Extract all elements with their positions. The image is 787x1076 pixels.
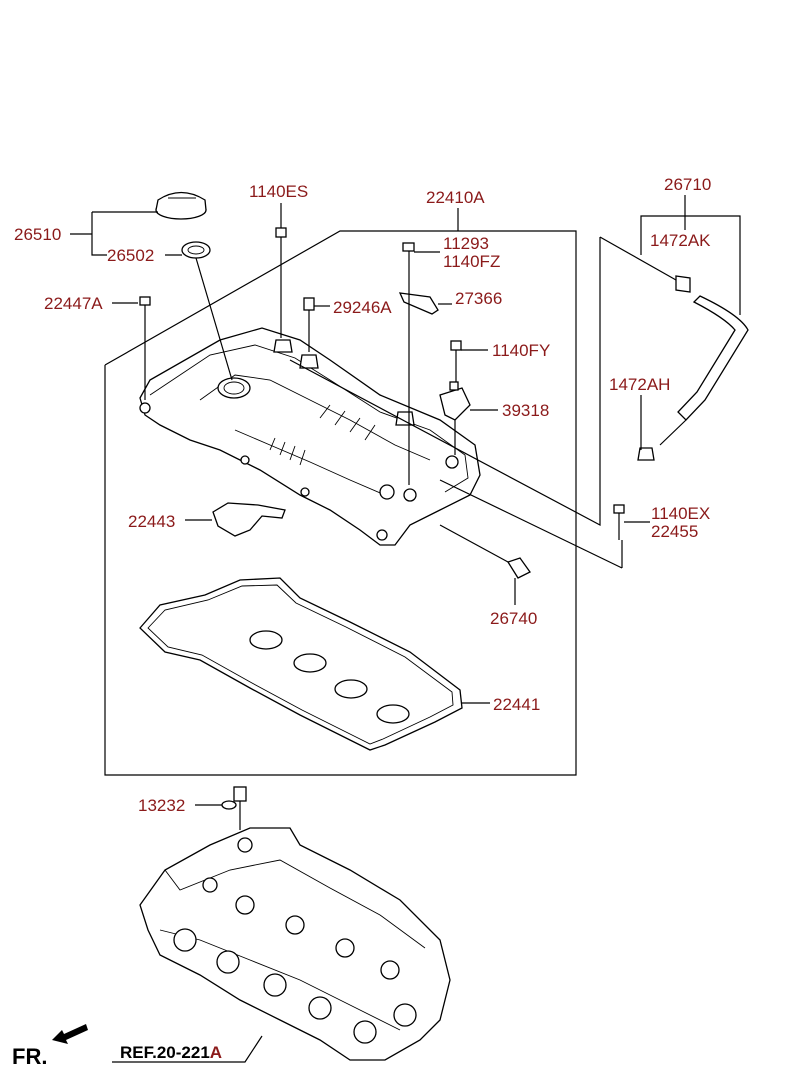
stud-11293 <box>402 242 415 268</box>
plug-13232 <box>221 786 247 830</box>
label-1140es: 1140ES <box>249 182 308 201</box>
valve-cover <box>139 327 481 546</box>
gasket-22443 <box>212 502 286 537</box>
bolt-1140es <box>275 227 287 248</box>
part-labels: 26510 26502 22447A 1140ES 22410A 11293 1… <box>14 175 711 815</box>
ref-text: REF.20-221 <box>120 1043 210 1062</box>
ref-suffix: A <box>210 1043 222 1062</box>
label-26510: 26510 <box>14 225 61 244</box>
front-indicator: FR. <box>12 1024 88 1069</box>
svg-text:REF.20-221A: REF.20-221A <box>120 1043 222 1062</box>
label-39318: 39318 <box>502 401 549 420</box>
label-29246a: 29246A <box>333 298 392 317</box>
sensor-39318 <box>439 381 471 421</box>
valve-29246a <box>303 297 315 322</box>
label-13232: 13232 <box>138 796 185 815</box>
cap-gasket <box>181 241 211 259</box>
label-22410a: 22410A <box>426 188 485 207</box>
oil-filler-cap <box>155 191 207 220</box>
label-1472ak: 1472AK <box>650 231 711 250</box>
label-26502: 26502 <box>107 246 154 265</box>
reference-label: REF.20-221A <box>120 1043 222 1062</box>
leader-lines <box>70 195 741 1063</box>
cover-assembly-frame <box>104 230 577 776</box>
bracket-27366 <box>398 292 439 315</box>
label-22441: 22441 <box>493 695 540 714</box>
label-27366: 27366 <box>455 289 502 308</box>
cylinder-head <box>139 827 451 1061</box>
label-22447a: 22447A <box>44 294 103 313</box>
label-11293: 11293 <box>443 234 489 253</box>
bolt-1140fy <box>450 340 462 360</box>
front-arrow-icon <box>52 1024 88 1044</box>
label-1472ah: 1472AH <box>609 375 670 394</box>
bolt-22447a <box>139 296 151 322</box>
label-22455: 22455 <box>651 522 698 541</box>
bolt-1140ex <box>613 504 625 540</box>
switch-26740 <box>507 557 531 579</box>
label-22443: 22443 <box>128 512 175 531</box>
label-26740: 26740 <box>490 609 537 628</box>
gasket-22441 <box>139 577 463 751</box>
label-1140fy: 1140FY <box>492 341 550 360</box>
pcv-hose <box>637 275 749 461</box>
front-label: FR. <box>12 1044 47 1069</box>
label-1140fz: 1140FZ <box>443 252 500 271</box>
label-1140ex: 1140EX <box>651 504 710 523</box>
label-26710: 26710 <box>664 175 711 194</box>
